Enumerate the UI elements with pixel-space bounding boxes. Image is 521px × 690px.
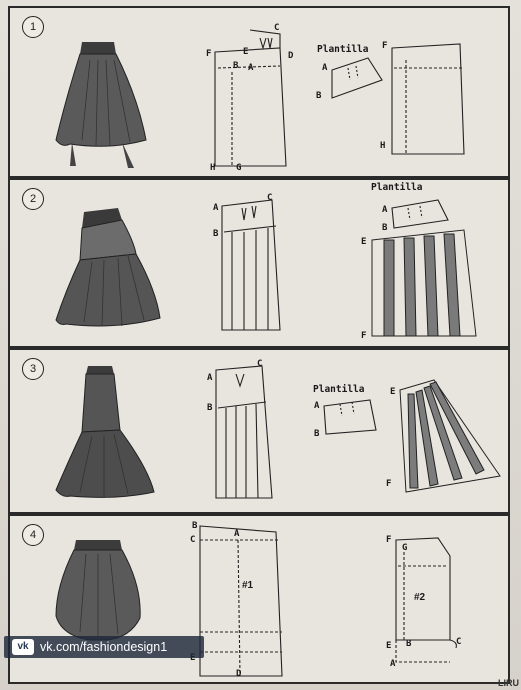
label-f: F (206, 49, 212, 59)
label-c: C (257, 359, 263, 369)
label-a-template: A (322, 63, 328, 73)
draft-right (391, 43, 465, 155)
plantilla-label: Plantilla (371, 182, 423, 193)
label-a: A (207, 373, 213, 383)
label-b: B (233, 61, 239, 71)
label-e: E (243, 47, 249, 57)
label-b: B (213, 229, 219, 239)
label-b-right: B (406, 639, 412, 649)
panel-number: 4 (22, 524, 44, 546)
label-b-template: B (314, 429, 320, 439)
skirt-illustration (55, 366, 155, 498)
panel-1-drawings (55, 29, 465, 168)
label-d: D (236, 669, 242, 679)
draft-front (221, 199, 281, 331)
panel-number: 3 (22, 358, 44, 380)
label-c: C (274, 23, 280, 33)
label-b-template: B (382, 223, 388, 233)
label-a: A (234, 529, 240, 539)
panel-2: 2 (8, 178, 510, 348)
label-c-right: C (456, 637, 462, 647)
label-e: E (361, 237, 367, 247)
panel-4-drawings (55, 525, 457, 677)
label-a: A (213, 203, 219, 213)
label-b-template: B (316, 91, 322, 101)
watermark-url: vk.com/fashiondesign1 (40, 640, 168, 654)
label-e-right: E (386, 641, 392, 651)
plantilla-label: Plantilla (317, 44, 369, 55)
label-e: E (390, 387, 396, 397)
label-g: G (236, 163, 242, 173)
yoke-template (391, 199, 449, 229)
label-f-right: F (382, 41, 388, 51)
label-e: E (190, 653, 196, 663)
label-b: B (207, 403, 213, 413)
draft-front (215, 365, 273, 499)
label-c: C (267, 193, 273, 203)
draft-piece-1 (199, 525, 283, 677)
label-f: F (386, 479, 392, 489)
label-f: F (361, 331, 367, 341)
vk-watermark[interactable]: vk vk.com/fashiondesign1 (4, 636, 204, 658)
label-a: A (248, 63, 254, 73)
draft-piece-2 (395, 537, 457, 663)
piece-number-1: #1 (242, 580, 254, 591)
label-d: D (288, 51, 294, 61)
corner-mark: LIRU (498, 678, 519, 688)
panel-number: 2 (22, 188, 44, 210)
label-a-template: A (314, 401, 320, 411)
yoke-template (323, 399, 377, 435)
panel-number: 1 (22, 16, 44, 38)
plantilla-label: Plantilla (313, 384, 365, 395)
draft-front (214, 29, 287, 167)
panel-1: 1 (8, 6, 510, 178)
piece-number-2: #2 (414, 592, 426, 603)
label-f: F (386, 535, 392, 545)
label-g: G (402, 543, 408, 553)
skirt-illustration (55, 208, 161, 327)
skirt-illustration (55, 540, 141, 641)
label-h-right: H (380, 141, 386, 151)
panel-2-drawings (55, 199, 477, 337)
panel-3: 3 (8, 348, 510, 514)
panel-4: 4 B A C E D F (8, 514, 510, 684)
yoke-template (331, 57, 383, 99)
label-a-template: A (382, 205, 388, 215)
flared-panel (371, 229, 477, 337)
label-c: C (190, 535, 196, 545)
flared-panel (399, 379, 501, 493)
label-b: B (192, 521, 198, 531)
skirt-illustration (55, 42, 147, 168)
vk-logo-icon: vk (12, 639, 34, 655)
label-h: H (210, 163, 216, 173)
label-a-right: A (390, 659, 396, 669)
panel-3-drawings (55, 365, 501, 499)
